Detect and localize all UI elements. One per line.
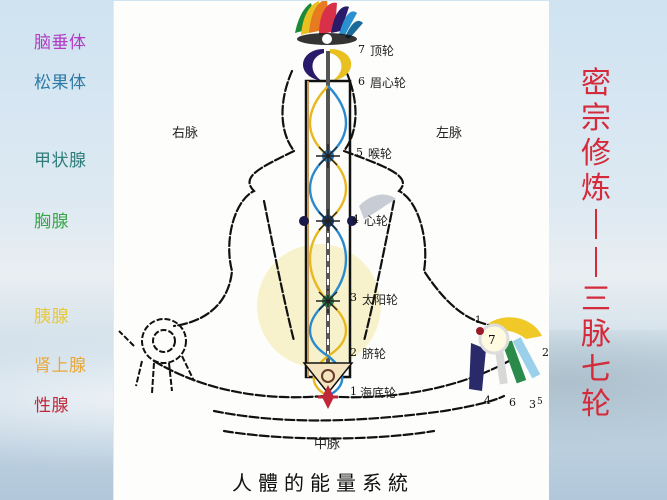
title-char: 脉 [581, 317, 611, 352]
svg-text:2: 2 [350, 346, 357, 359]
body-outline-icon: 7 1 2 3 4 5 6 [118, 1, 549, 440]
chakra-label-solar: 太阳轮 [362, 293, 399, 307]
chakra-label-sacral: 脐轮 [362, 347, 387, 361]
gland-thyroid: 甲状腺 [34, 151, 87, 171]
svg-text:6: 6 [358, 75, 365, 88]
svg-text:4: 4 [484, 394, 491, 407]
gland-pituitary: 脑垂体 [34, 33, 87, 53]
svg-text:5: 5 [537, 397, 543, 407]
channel-label-center: 中脉 [314, 437, 341, 452]
chakra-label-heart: 心轮 [364, 214, 389, 228]
title-char: 宗 [581, 101, 611, 136]
gland-pancreas: 胰腺 [34, 307, 69, 327]
svg-text:7: 7 [358, 43, 365, 56]
svg-text:2: 2 [542, 346, 549, 359]
title-char: 密 [581, 66, 611, 101]
svg-text:5: 5 [356, 146, 363, 159]
svg-text:4: 4 [352, 213, 359, 226]
svg-text:3: 3 [529, 398, 536, 411]
svg-text:7: 7 [488, 333, 496, 347]
title-dash [578, 247, 614, 282]
channel-label-left: 左脉 [436, 126, 463, 141]
chakra-label-brow: 眉心轮 [370, 76, 407, 90]
gland-gonad: 性腺 [34, 396, 69, 416]
gland-adrenal: 肾上腺 [34, 356, 87, 376]
svg-text:3: 3 [350, 291, 357, 304]
chakra-label-root: 海底轮 [360, 386, 397, 400]
title-char: 七 [581, 352, 611, 387]
title-char: 炼 [581, 171, 611, 206]
gland-pineal: 松果体 [34, 73, 87, 93]
title-char: 修 [581, 136, 611, 171]
title-char: 轮 [581, 387, 611, 422]
gland-thymus: 胸腺 [34, 212, 69, 232]
slide-title: 密 宗 修 炼 三 脉 七 轮 [578, 66, 614, 422]
svg-text:6: 6 [509, 396, 516, 409]
title-char: 三 [581, 282, 611, 317]
title-dash [578, 209, 614, 244]
chakra-label-crown: 顶轮 [370, 44, 395, 58]
svg-text:1: 1 [350, 385, 357, 398]
chakra-label-throat: 喉轮 [368, 147, 393, 161]
channel-label-right: 右脉 [172, 126, 199, 141]
svg-text:1: 1 [475, 315, 481, 326]
chakra-diagram: 7 1 2 3 4 5 6 [113, 1, 549, 500]
diagram-caption: 人體的能量系統 [232, 471, 414, 495]
